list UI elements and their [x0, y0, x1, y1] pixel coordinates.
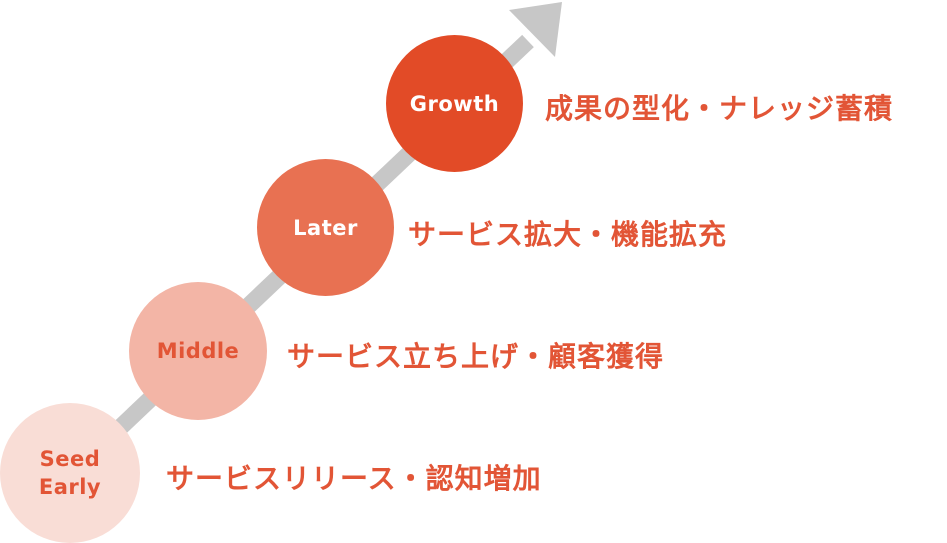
stage-description-growth: 成果の型化・ナレッジ蓄積 [545, 92, 894, 125]
stage-description-middle: サービス立ち上げ・顧客獲得 [287, 340, 665, 373]
stage-description-seed-early: サービスリリース・認知増加 [166, 462, 542, 495]
stage-circle-middle: Middle [129, 282, 267, 420]
stage-circle-growth: Growth [386, 35, 523, 172]
stage-label-growth: Growth [409, 91, 500, 116]
stage-circle-later: Later [257, 159, 394, 296]
stage-description-later: サービス拡大・機能拡充 [408, 218, 728, 251]
stage-label-middle: Middle [156, 339, 240, 363]
arrow-head-icon [509, 2, 562, 57]
stage-circle-seed-early: Seed Early [0, 403, 140, 543]
stage-label-later: Later [293, 215, 358, 240]
stage-label-seed-early: Seed Early [38, 447, 102, 499]
